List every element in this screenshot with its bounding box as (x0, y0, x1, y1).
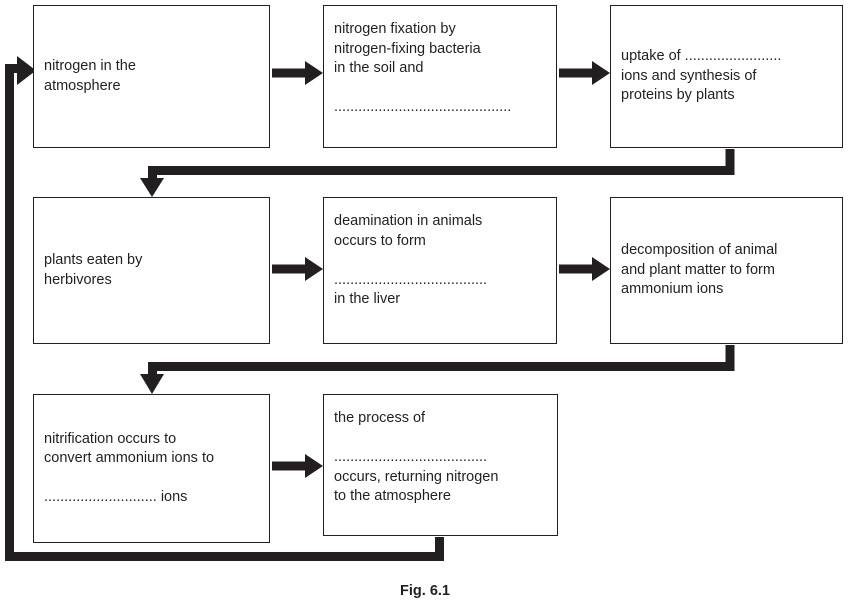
node-line: deamination in animals (334, 213, 483, 229)
node-line: in the soil and (334, 60, 424, 76)
node-line: the process of (334, 410, 426, 426)
node-line: nitrogen fixation by (334, 21, 456, 37)
figure-caption: Fig. 6.1 (400, 583, 450, 599)
node-line: ...................................... (334, 271, 488, 288)
node-line: ions and synthesis of (621, 67, 757, 84)
node-line: occurs, returning nitrogen (334, 468, 499, 485)
node-line: herbivores (44, 271, 112, 288)
node-line: uptake of ........................ (621, 48, 782, 65)
spacer (334, 6, 546, 20)
arrow-nitrification-to-process (272, 454, 323, 478)
arrow-deamination-to-decomposition (559, 257, 610, 281)
box-plants-eaten-by-herbivores: plants eaten by herbivores (33, 197, 270, 344)
spacer (334, 198, 546, 212)
arrow-decomposition-to-nitrification (140, 345, 735, 394)
node-line: ammonium ions (621, 281, 724, 298)
node-line: plants eaten by (44, 252, 143, 268)
arrow-fixation-to-uptake (559, 61, 610, 85)
box-deamination-in-animals: deamination in animals occurs to form....… (323, 197, 557, 344)
box-nitrification: nitrification occurs to convert ammonium … (33, 394, 270, 543)
node-line: to the atmosphere (334, 488, 451, 504)
node-line-blank (334, 79, 546, 99)
box-process-returning-nitrogen: the process of..........................… (323, 394, 558, 536)
arrow-atmosphere-to-fixation (272, 61, 323, 85)
node-line: and plant matter to form (621, 261, 775, 278)
node-line: decomposition of animal (621, 242, 778, 259)
node-line-blank (334, 429, 547, 449)
box-nitrogen-fixation: nitrogen fixation by nitrogen-fixing bact… (323, 5, 557, 148)
arrow-uptake-to-herbivores (140, 149, 735, 197)
node-line-blank (44, 469, 259, 489)
node-line: proteins by plants (621, 87, 735, 104)
box-uptake-of-ions: uptake of ........................ ions a… (610, 5, 843, 148)
node-line: occurs to form (334, 232, 426, 249)
box-decomposition-to-ammonium: decomposition of animal and plant matter … (610, 197, 843, 344)
node-line: in the liver (334, 291, 401, 307)
node-line-blank (334, 251, 546, 271)
node-line: ...................................... (334, 449, 488, 465)
node-line: convert ammonium ions to (44, 450, 215, 466)
arrow-herbivores-to-deamination (272, 257, 323, 281)
spacer (334, 395, 547, 409)
node-line: ........................................… (334, 99, 512, 115)
node-line: nitrogen-fixing bacteria (334, 40, 481, 57)
arrow-process-back-to-atmosphere (5, 56, 444, 561)
node-line: atmosphere (44, 77, 121, 94)
node-line: nitrogen in the (44, 58, 136, 74)
node-line: ............................ ions (44, 489, 188, 505)
box-nitrogen-in-atmosphere: nitrogen in the atmosphere (33, 5, 270, 148)
node-line: nitrification occurs to (44, 430, 177, 447)
